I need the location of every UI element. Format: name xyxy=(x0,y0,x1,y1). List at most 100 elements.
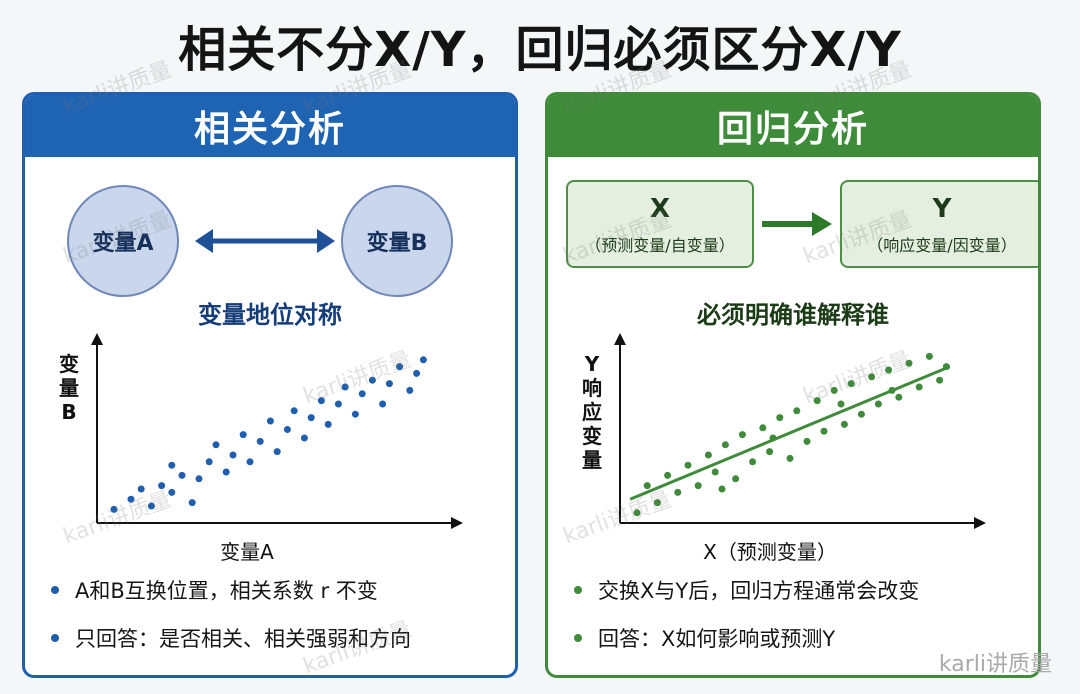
x-axis-label: 变量A xyxy=(220,540,274,564)
scatter-point xyxy=(684,461,692,469)
variable-b-node: 变量B xyxy=(341,185,453,297)
scatter-point xyxy=(168,461,176,469)
y-axis-arrow-icon xyxy=(614,333,626,345)
scatter-point xyxy=(266,417,274,425)
variable-a-node: 变量A xyxy=(67,185,179,297)
scatter-point xyxy=(368,376,376,384)
scatter-point xyxy=(820,427,828,435)
scatter-point xyxy=(127,495,135,503)
scatter-point xyxy=(759,424,767,432)
correlation-subtitle: 变量地位对称 xyxy=(198,301,342,329)
scatter-point xyxy=(334,400,342,408)
scatter-point xyxy=(874,400,882,408)
scatter-point xyxy=(229,451,237,459)
scatter-point xyxy=(793,407,801,415)
scatter-point xyxy=(212,441,220,449)
scatter-point xyxy=(324,420,332,428)
scatter-point xyxy=(803,437,811,445)
regression-bullet: 交换X与Y后，回归方程通常会改变 xyxy=(574,575,919,605)
scatter-point xyxy=(307,414,315,422)
scatter-point xyxy=(718,485,726,493)
scatter-point xyxy=(847,380,855,388)
scatter-point xyxy=(168,488,176,496)
y-axis-label: 变 xyxy=(59,352,79,376)
scatter-point xyxy=(769,434,777,442)
scatter-point xyxy=(158,482,166,490)
scatter-point xyxy=(721,441,729,449)
y-axis-arrow-icon xyxy=(91,333,103,345)
scatter-point xyxy=(396,363,404,371)
scatter-point xyxy=(653,499,661,507)
y-axis-label: Y xyxy=(584,352,600,376)
scatter-point xyxy=(786,454,794,462)
x-axis-arrow-icon xyxy=(451,517,463,529)
regression-subtitle: 必须明确谁解释谁 xyxy=(697,301,889,329)
scatter-point xyxy=(915,383,923,391)
scatter-point xyxy=(704,451,712,459)
scatter-point xyxy=(137,485,145,493)
scatter-point xyxy=(674,488,682,496)
scatter-point xyxy=(283,426,291,433)
scatter-point xyxy=(694,482,702,490)
scatter-point xyxy=(868,373,876,381)
scatter-point xyxy=(942,363,950,371)
y-axis-label: 量 xyxy=(59,376,79,400)
scatter-point xyxy=(379,400,387,408)
y-axis-label: B xyxy=(61,400,76,424)
scatter-point xyxy=(341,383,349,391)
bullet-dot xyxy=(51,586,59,594)
regression-panel: 回归分析 X （预测变量/自变量） Y （响应变量/因变量） 必须明确谁解释谁 … xyxy=(545,92,1041,678)
scatter-point xyxy=(239,431,247,439)
correlation-scatter-plot: 变量A 变量B xyxy=(59,333,463,564)
scatter-point xyxy=(857,410,865,418)
scatter-point xyxy=(351,410,359,418)
scatter-point xyxy=(188,499,196,507)
scatter-point xyxy=(925,352,933,360)
scatter-point xyxy=(195,475,203,483)
scatter-point xyxy=(385,380,393,388)
scatter-point xyxy=(732,475,740,483)
scatter-point xyxy=(837,400,845,408)
scatter-point xyxy=(766,448,774,456)
page-title: 相关不分X/Y，回归必须区分X/Y xyxy=(178,22,902,78)
scatter-point xyxy=(830,386,838,394)
scatter-point xyxy=(256,437,264,445)
x-axis-arrow-icon xyxy=(974,517,986,529)
correlation-bullet: A和B互换位置，相关系数 r 不变 xyxy=(51,575,411,605)
scatter-point xyxy=(222,468,230,476)
footer-watermark: karli讲质量 xyxy=(938,652,1052,677)
scatter-point xyxy=(246,458,254,466)
bullet-dot xyxy=(51,634,59,642)
right-arrow-icon xyxy=(762,212,832,236)
scatter-point xyxy=(905,359,913,367)
scatter-point xyxy=(885,366,893,374)
scatter-point xyxy=(643,482,651,490)
scatter-point xyxy=(358,390,366,398)
scatter-point xyxy=(711,468,719,476)
scatter-point xyxy=(776,414,784,422)
correlation-bullet: 只回答：是否相关、相关强弱和方向 xyxy=(51,623,411,653)
scatter-point xyxy=(290,407,298,415)
scatter-point xyxy=(664,471,672,479)
scatter-point xyxy=(840,420,848,428)
correlation-header: 相关分析 xyxy=(25,95,515,157)
regression-header: 回归分析 xyxy=(548,95,1038,157)
scatter-point xyxy=(413,369,421,377)
scatter-point xyxy=(888,386,896,394)
double-arrow-icon xyxy=(195,229,335,253)
bullet-dot xyxy=(574,586,582,594)
predictor-x-node: X （预测变量/自变量） xyxy=(566,180,754,268)
bullet-dot xyxy=(574,634,582,642)
scatter-point xyxy=(110,505,118,513)
y-axis-label: 量 xyxy=(582,448,602,472)
scatter-point xyxy=(749,458,757,466)
scatter-point xyxy=(406,386,414,394)
x-axis-label: X（预测变量） xyxy=(703,540,837,564)
y-axis-label: 变 xyxy=(582,424,602,448)
scatter-point xyxy=(738,431,746,439)
scatter-point xyxy=(419,356,427,364)
scatter-point xyxy=(936,376,944,384)
scatter-point xyxy=(317,397,325,405)
